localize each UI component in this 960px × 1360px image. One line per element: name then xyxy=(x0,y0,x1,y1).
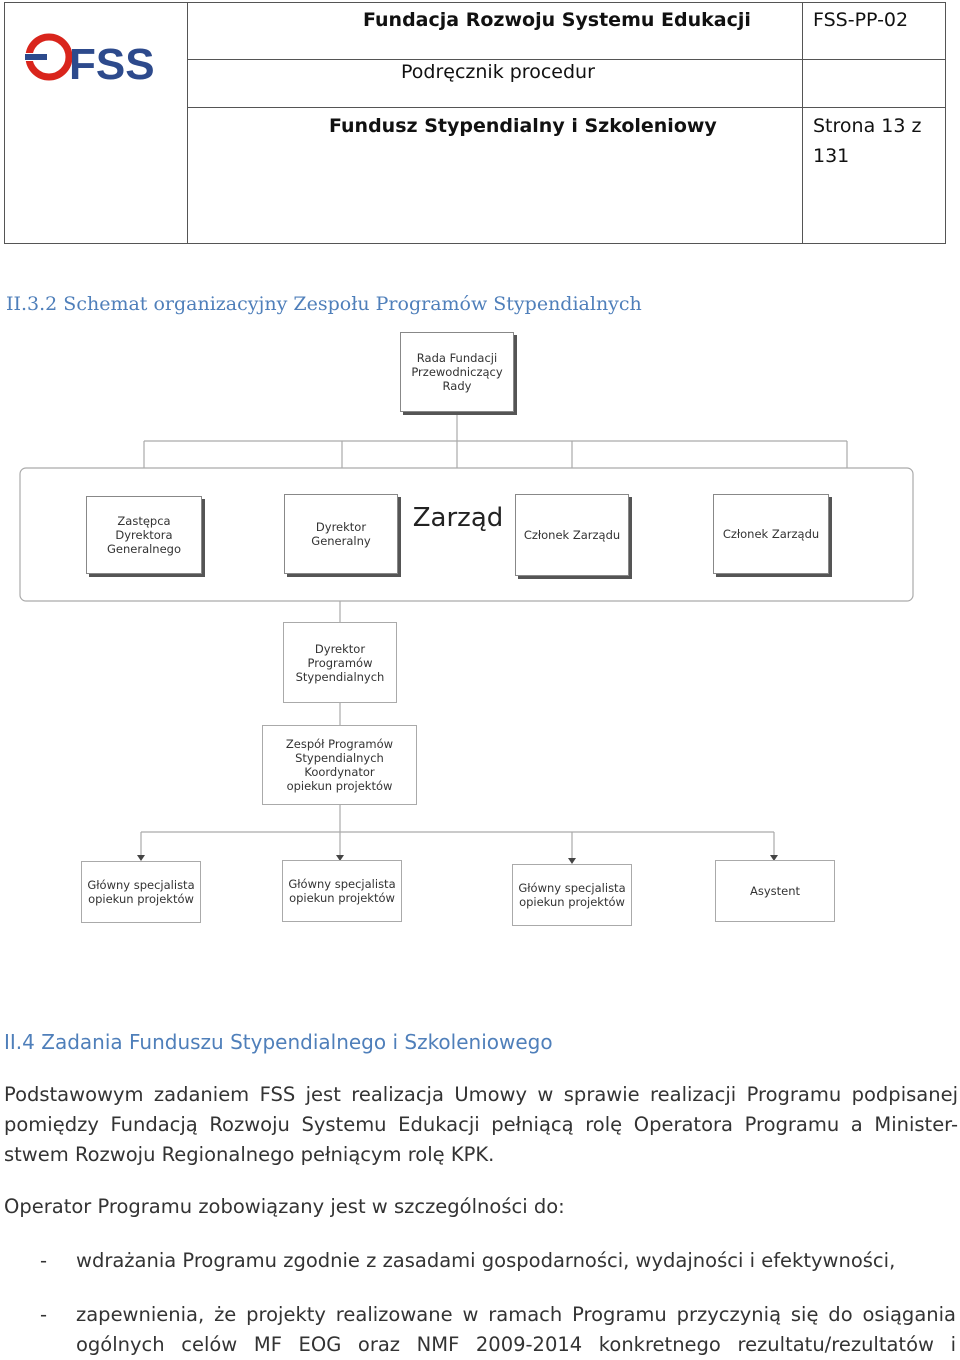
document-header: FSS Fundacja Rozwoju Systemu Edukacji FS… xyxy=(4,2,946,244)
zarzad-label: Zarząd xyxy=(403,496,513,546)
org-chart-heading: II.3.2 Schemat organizacyjny Zespołu Pro… xyxy=(6,293,642,315)
czlonek-zarzadu-box-2: Członek Zarządu xyxy=(713,494,829,574)
fss-logo: FSS xyxy=(17,9,177,109)
svg-text:FSS: FSS xyxy=(69,40,155,89)
page-number-line1: Strona 13 z xyxy=(813,115,922,137)
asystent-box: Asystent xyxy=(715,860,835,922)
glowny-specjalista-box-3: Główny specjalista opiekun projektów xyxy=(512,864,632,926)
org-chart-connectors xyxy=(19,412,914,864)
dyrektor-programow-box: Dyrektor Programów Stypendialnych xyxy=(283,622,397,703)
tasks-paragraph-1: Podstawowym zadaniem FSS jest realizacja… xyxy=(4,1083,958,1166)
glowny-specjalista-box-1: Główny specjalista opiekun projektów xyxy=(81,861,201,923)
document-code: FSS-PP-02 xyxy=(813,9,909,31)
rada-fundacji-box: Rada Fundacji Przewodniczący Rady xyxy=(400,332,514,412)
czlonek-zarzadu-box-1: Członek Zarządu xyxy=(515,494,629,576)
glowny-specjalista-box-2: Główny specjalista opiekun projektów xyxy=(282,860,402,922)
fund-name: Fundusz Stypendialny i Szkoleniowy xyxy=(329,115,717,137)
zespol-programow-box: Zespół Programów Stypendialnych Koordyna… xyxy=(262,725,417,805)
zastepca-dyrektora-box: Zastępca Dyrektora Generalnego xyxy=(86,496,202,574)
organization-name: Fundacja Rozwoju Systemu Edukacji xyxy=(363,9,751,31)
tasks-heading: II.4 Zadania Funduszu Stypendialnego i S… xyxy=(4,1030,553,1054)
org-chart: Rada Fundacji Przewodniczący Rady Zastęp… xyxy=(0,320,960,960)
dyrektor-generalny-box: Dyrektor Generalny xyxy=(284,494,398,574)
tasks-paragraph-2: Operator Programu zobowiązany jest w szc… xyxy=(4,1195,565,1218)
document-type: Podręcznik procedur xyxy=(401,61,595,83)
page-number-line2: 131 xyxy=(813,145,850,167)
